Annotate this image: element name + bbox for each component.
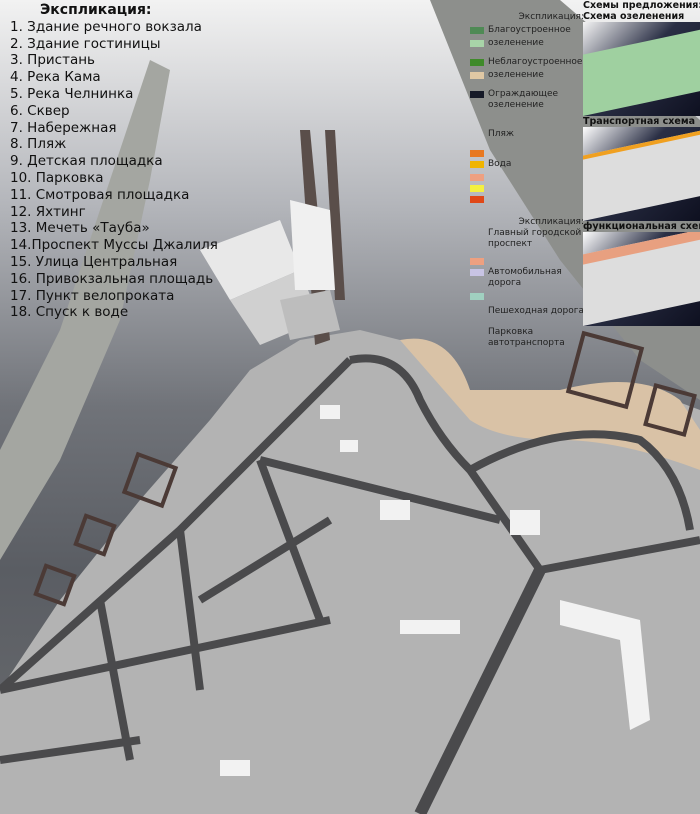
beach-label: Пляж xyxy=(488,129,515,139)
functional-scheme-image xyxy=(583,232,700,326)
legend-item xyxy=(470,256,590,265)
legend-item xyxy=(470,172,590,181)
swatch xyxy=(470,27,484,34)
list-item: 10. Парковка xyxy=(10,169,104,186)
swatch xyxy=(470,269,484,276)
legend-label: Парковка автотранспорта xyxy=(488,327,565,348)
legend-label: Неблагоустроенное xyxy=(488,57,583,67)
list-item: 13. Мечеть «Тауба» xyxy=(10,220,150,237)
swatch xyxy=(470,150,484,157)
road-legend-title: Экспликация: xyxy=(518,217,584,227)
legend-item xyxy=(470,291,590,300)
legend-label: озеленение xyxy=(488,70,544,80)
scheme-legend: Экспликация: Благоустроенное озеленение … xyxy=(470,12,590,349)
list-item: 2. Здание гостиницы xyxy=(10,35,161,52)
legend-item: Благоустроенное xyxy=(470,25,590,36)
scheme-title: Транспортная схема xyxy=(583,116,696,127)
legend-item: Автомобильная дорога xyxy=(470,267,590,289)
legend-label: Ограждающее озеленение xyxy=(488,89,559,110)
list-item: 14.Проспект Муссы Джалиля xyxy=(10,237,218,254)
schemes-title: Схемы предложения: xyxy=(583,0,700,11)
legend-label: Благоустроенное xyxy=(488,25,571,35)
legend-item xyxy=(470,194,590,203)
list-item: 9. Детская площадка xyxy=(10,153,163,170)
scheme-insets: Схемы предложения: Схема озеленения Тран… xyxy=(583,0,700,326)
list-item: 17. Пункт велопроката xyxy=(10,287,175,304)
scheme-title: функциональная схема xyxy=(583,221,700,232)
legend-item: озеленение xyxy=(470,70,590,81)
legend-label: Автомобильная дорога xyxy=(488,267,562,288)
list-item: 18. Спуск к воде xyxy=(10,304,129,321)
legend-item: Неблагоустроенное xyxy=(470,57,590,68)
river-island xyxy=(0,60,170,560)
greening-scheme-image xyxy=(583,22,700,116)
swatch xyxy=(470,258,484,265)
green-legend-title: Экспликация: xyxy=(518,12,584,22)
list-item: 15. Улица Центральная xyxy=(10,253,178,270)
legend-item xyxy=(470,148,590,157)
roads xyxy=(0,354,700,814)
pier-complex xyxy=(200,130,345,345)
explication-title: Экспликация: xyxy=(40,2,152,18)
swatch xyxy=(470,185,484,192)
scheme-title: Схема озеленения xyxy=(583,11,685,22)
legend-item: озеленение xyxy=(470,38,590,49)
swatch xyxy=(470,293,484,300)
legend-label: Главный городской проспект xyxy=(488,228,582,249)
legend-label: Пешеходная дорога xyxy=(488,306,584,316)
buildings xyxy=(220,405,650,776)
swatch xyxy=(470,40,484,47)
swatch xyxy=(470,161,484,168)
list-item: 12. Яхтинг xyxy=(10,203,86,220)
list-item: 7. Набережная xyxy=(10,119,117,136)
water-descents xyxy=(33,330,697,607)
explication-list: Экспликация: 1. Здание речного вокзала 2… xyxy=(10,2,218,321)
list-item: 8. Пляж xyxy=(10,136,67,153)
swatch xyxy=(470,59,484,66)
swatch xyxy=(470,72,484,79)
list-item: 1. Здание речного вокзала xyxy=(10,18,202,35)
list-item: 3. Пристань xyxy=(10,52,96,69)
list-item: 4. Река Кама xyxy=(10,69,101,86)
swatch xyxy=(470,174,484,181)
list-item: 5. Река Челнинка xyxy=(10,85,134,102)
land-area xyxy=(0,330,700,814)
list-item: 16. Привокзальная площадь xyxy=(10,270,214,287)
legend-item: Вода xyxy=(470,159,590,170)
transport-scheme-image xyxy=(583,127,700,221)
list-item: 6. Сквер xyxy=(10,102,70,119)
list-item: 11. Смотровая площадка xyxy=(10,186,190,203)
legend-item xyxy=(470,183,590,192)
legend-label: озеленение xyxy=(488,38,544,48)
swatch xyxy=(470,91,484,98)
water-label: Вода xyxy=(488,159,512,169)
legend-item: Ограждающее озеленение xyxy=(470,89,590,111)
swatch xyxy=(470,196,484,203)
